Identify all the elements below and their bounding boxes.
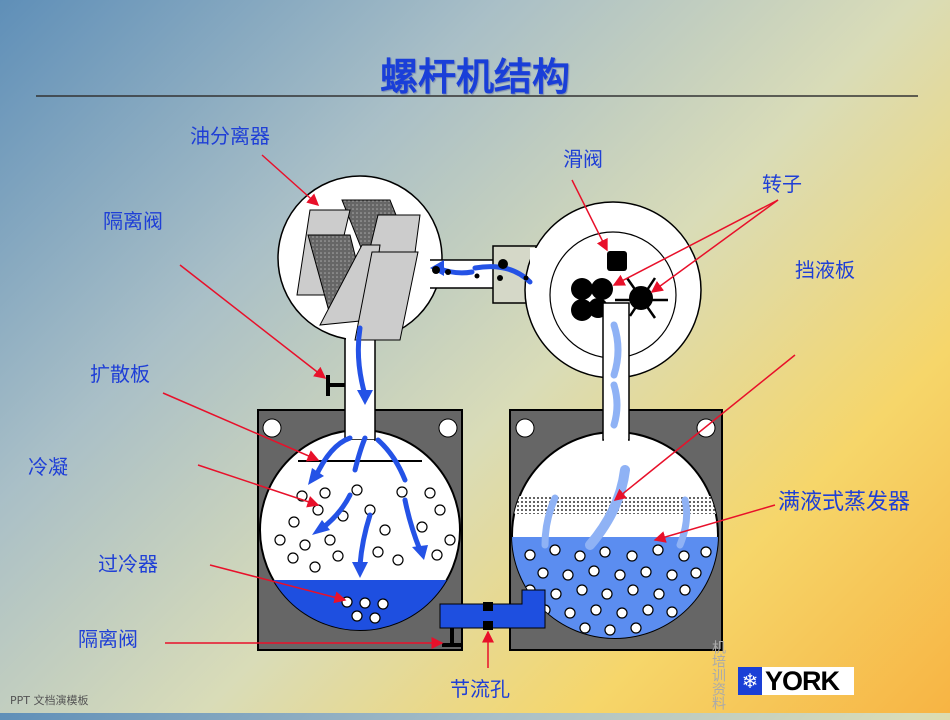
label-oil-separator: 油分离器 (190, 124, 270, 148)
watermark-text: 机培训资料 (710, 640, 726, 710)
label-diffuser-plate: 扩散板 (90, 362, 150, 386)
slide-title: 螺杆机结构 (379, 55, 570, 99)
screw-compressor (524, 201, 702, 444)
label-subcooler: 过冷器 (98, 552, 158, 576)
label-orifice: 节流孔 (450, 677, 510, 701)
label-slide-valve: 滑阀 (563, 147, 603, 171)
liquid-line (439, 589, 546, 630)
isolation-valve-top-icon (326, 375, 345, 396)
snowflake-icon: ❄ (738, 667, 762, 695)
slide-valve-block (607, 251, 627, 271)
label-baffle: 挡液板 (795, 258, 855, 282)
oil-separator (277, 175, 542, 444)
york-logo: ❄ YORK (738, 665, 854, 696)
oil-droplets (432, 259, 529, 281)
female-rotor (615, 277, 668, 319)
label-flooded-evaporator: 满液式蒸发器 (778, 490, 911, 515)
label-isolation-valve-bottom: 隔离阀 (78, 627, 138, 651)
label-rotor: 转子 (762, 172, 802, 196)
label-condensing: 冷凝 (28, 455, 68, 479)
isolation-valve-bottom-icon (442, 628, 462, 647)
logo-text: YORK (765, 665, 840, 696)
label-isolation-valve-top: 隔离阀 (103, 209, 163, 233)
footer-text: PPT 文档演模板 (10, 694, 89, 707)
orifice-plate (483, 602, 493, 611)
leader-arrows (162, 154, 796, 668)
